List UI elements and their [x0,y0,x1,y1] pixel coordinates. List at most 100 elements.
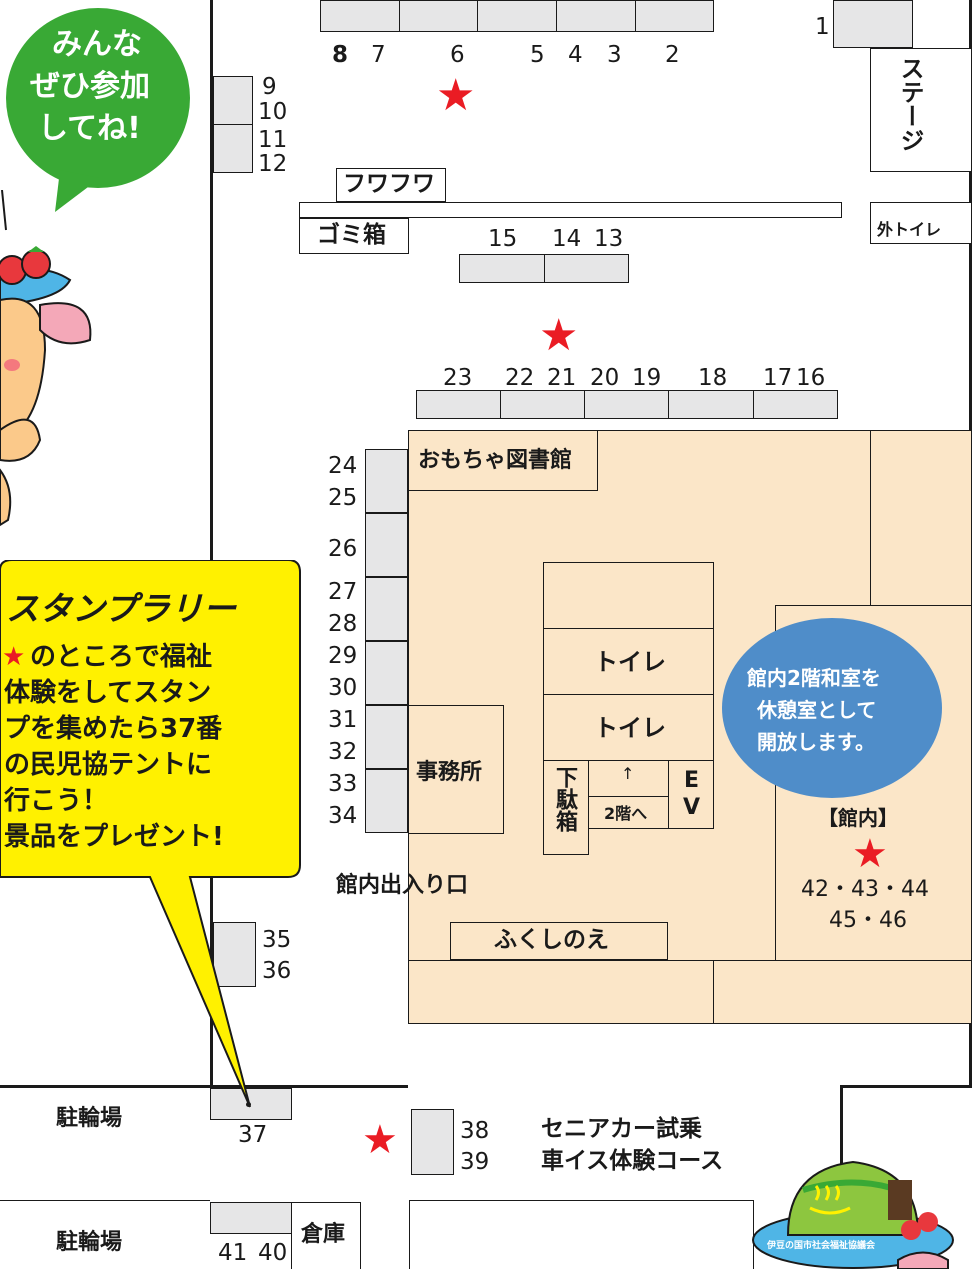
booth-35-36 [213,922,256,987]
outdoor-toilet-label: 外トイレ [877,220,942,239]
lower-wall-left [0,1200,210,1201]
stamp-rally-line-6: 景品をプレゼント! [4,822,224,852]
booth-number-24: 24 [328,453,358,479]
booth-number-28: 28 [328,611,358,637]
shoe-box [543,760,589,855]
office [408,705,504,834]
to-2f-label: 2階へ [604,804,648,823]
booth-number-21: 21 [547,365,577,391]
up-arrow-icon: ↑ [621,764,635,783]
speech-bubble-line-3: してね! [38,111,141,146]
booth-11-12 [213,124,253,173]
stage-label: ステージ [896,56,924,152]
wheelchair-label: 車イス体験コース [541,1148,724,1174]
booth-number-37: 37 [238,1122,268,1148]
rest-room-line-1: 館内2階和室を [747,666,881,690]
fukushinoe-label: ふくしのえ [494,927,609,953]
booth-number-32: 32 [328,739,358,765]
booth-number-30: 30 [328,675,358,701]
booth-divider [477,0,478,32]
booth-divider [668,390,669,419]
stamp-rally-line-1: のところで福祉 [30,642,213,672]
toilet-1 [543,628,714,695]
booth-number-7: 7 [371,42,386,68]
indoor-booth-numbers-1: 42・43・44 [801,877,929,902]
booth-27-28 [365,577,408,641]
fuwafuwa-area [336,168,446,202]
booth-number-40: 40 [258,1240,288,1266]
speech-bubble-line-2: ぜひ参加 [30,69,150,104]
stamp-star-icon: ★ [436,70,476,121]
booth-29-30 [365,641,408,705]
booth-number-35: 35 [262,927,292,953]
booth-number-2: 2 [665,42,680,68]
booth-divider [399,0,400,32]
stamp-star-icon: ★ [362,1117,398,1163]
booth-number-4: 4 [568,42,583,68]
booth-40-41 [210,1202,292,1234]
booth-number-1: 1 [815,14,830,40]
booth-13-14 [544,254,629,283]
entrance-label: 館内出入り口 [336,873,469,898]
fuwafuwa-label: フワフワ [343,171,435,197]
toy-library-label: おもちゃ図書館 [418,448,573,473]
booth-number-38: 38 [460,1118,490,1144]
booth-number-17: 17 [763,365,793,391]
storage [291,1202,361,1269]
speech-bubble-line-1: みんな [52,27,142,62]
booth-number-15: 15 [488,226,518,252]
stairs [588,760,669,829]
venue-bottom-gap [408,1085,840,1091]
booth-33-34 [365,769,408,833]
elevator [668,760,714,829]
fukushinoe [450,922,668,960]
booth-number-5: 5 [530,42,545,68]
venue-right-lower-wall [840,1085,843,1165]
booth-number-22: 22 [505,365,535,391]
elevator-label: EV [679,768,704,822]
stamp-rally-callout [0,560,301,1108]
stamp-star-icon: ★ [539,310,579,361]
bottom-room-left [408,960,714,1024]
booth-number-10: 10 [258,99,288,125]
booth-number-31: 31 [328,707,358,733]
booth-number-34: 34 [328,803,358,829]
booth-divider [584,390,585,419]
booth-number-9: 9 [262,74,277,100]
booth-number-26: 26 [328,536,358,562]
booth-15 [459,254,545,283]
booth-number-13: 13 [594,226,624,252]
trash-label: ゴミ箱 [317,222,386,248]
booth-divider [556,0,557,32]
office-label: 事務所 [416,760,483,785]
booth-divider [635,0,636,32]
storage-label: 倉庫 [301,1222,346,1247]
booth-number-3: 3 [607,42,622,68]
indoor-booth-numbers-2: 45・46 [829,908,907,933]
rest-room-line-2: 休憩室として [757,698,877,722]
rest-room-notice [722,618,942,798]
booth-number-33: 33 [328,771,358,797]
booth-number-8: 8 [332,42,349,68]
stamp-rally-star-icon: ★ [2,642,26,672]
stamp-rally-line-5: 行こう！ [4,786,109,816]
bike-parking-label-1: 駐輪場 [56,1106,123,1131]
lower-building [409,1200,754,1269]
toilet-2 [543,694,714,761]
booth-number-19: 19 [632,365,662,391]
indoor-label: 【館内】 [818,806,898,830]
booth-number-36: 36 [262,958,292,984]
stamp-rally-title: スタンプラリー [6,589,237,628]
booth-9-10 [213,76,253,125]
divider-bar [299,202,842,218]
senior-car-label: セニアカー試乗 [541,1116,702,1142]
booth-number-14: 14 [552,226,582,252]
booth-number-29: 29 [328,643,358,669]
booth-number-41: 41 [218,1240,248,1266]
stairs-divider [588,796,669,797]
booth-24-25 [365,449,408,513]
booth-number-16: 16 [796,365,826,391]
stamp-star-icon: ★ [852,831,888,877]
booth-number-27: 27 [328,579,358,605]
booth-row-16-23 [416,390,838,419]
